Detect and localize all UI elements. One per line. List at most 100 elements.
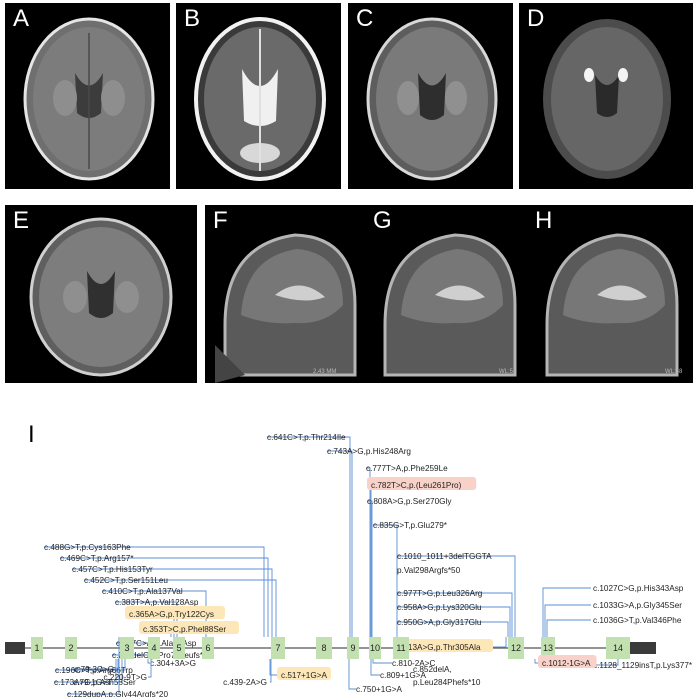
sagittal-brain-image-h [545,233,679,377]
variant-label: c.383T>A,p.Val128Asp [115,598,199,607]
exon-number: 7 [275,643,280,653]
variant-label: c.457C>T,p.His153Tyr [72,565,153,574]
variant-label: c.129dupA,p.Gly44Argfs*20 [67,690,168,697]
axial-brain-image-d [543,19,671,179]
variant-connector-line [544,604,591,637]
mri-panel-g: G WL:5 [365,205,527,383]
exon-box [173,637,185,659]
variant-label: c.1128_1129insT,p.Lys377* [593,661,693,670]
image-overlay-text: WL:5 [499,369,514,375]
utr-5-block [5,642,25,654]
variant-highlight [139,621,239,634]
exon-number: 5 [176,643,181,653]
variant-highlight [393,639,493,652]
exon-box [316,637,332,659]
variant-connector-line [373,524,398,637]
variant-connector-line [367,500,373,637]
variant-label: c.835G>T,p.Glu279* [373,521,448,530]
panel-letter: E [13,207,30,234]
panel-letter: C [356,5,374,32]
image-overlay-text: 2.43 MM [313,369,337,375]
variant-connector-line [397,555,516,637]
variant-label: c.913A>G,p.Thr305Ala [397,643,481,652]
variant-label: c.196C>T,p.Arg66Trp [55,666,133,675]
panel-letter-i: I [28,421,35,448]
exon-number: 3 [124,643,129,653]
exon-number: 4 [151,643,156,653]
variant-connector-line [397,606,511,637]
variant-label: c.1010_1011+3delTGGTA [397,552,492,561]
variant-connector-line [71,659,119,670]
sagittal-brain-image-f [215,233,357,383]
variant-label: c.452C>T,p.Ser151Leu [84,576,168,585]
variant-label: c.977T>G,p.Leu326Arg [397,589,483,598]
variant-connector-line [366,467,371,637]
variant-label: c.365A>G,p.Try122Cys [129,610,214,619]
exon-number: 9 [350,643,355,653]
variant-highlight [538,655,597,668]
exon-box [31,637,43,659]
mri-panel-f: F 2.43 MM [205,205,365,383]
panel-letter: H [535,207,553,234]
exon-box [393,637,409,659]
exon-box [148,637,160,659]
variant-connector-line [147,659,150,664]
variant-connector-line [397,592,513,637]
exon-box [369,637,381,659]
panel-letter: G [373,207,392,234]
variant-label: c.353T>C,p.Phel88Ser [143,625,226,634]
exon-number: 2 [68,643,73,653]
variant-connector-line [148,659,152,678]
mri-panel-b: B [176,3,341,189]
mri-panel-d: D [519,3,693,189]
variant-connector-line [60,557,269,637]
variant-label: c.439-2A>G [223,678,267,687]
variant-label: c.750+1G>A [356,685,403,694]
variant-connector-line [44,546,265,637]
sagittal-brain-image-g [383,233,517,377]
axial-brain-image-b [194,17,326,181]
exon-box [606,637,630,659]
exon-box [120,637,134,659]
variant-label: c.808A>G,p.Ser270Gly [367,497,452,506]
exon-box [347,637,359,659]
variant-label: c.810-2A>C [392,659,436,668]
variant-highlight [125,606,225,619]
variant-connector-line [84,579,277,637]
variant-connector-line [72,568,273,637]
variant-label: c.1036G>T,p.Val346Phe [593,616,682,625]
variant-connector-line [372,659,392,664]
exon-number: 13 [543,643,553,653]
mri-panel-a: A [5,3,170,189]
exon-number: 11 [396,643,405,653]
variant-label: c.1027C>G,p.His343Asp [593,584,684,593]
variant-connector-line [71,659,117,683]
variant-label: c.958A>G,p.Lys320Glu [397,603,482,612]
axial-brain-image-c [366,17,498,181]
variant-connector-line [397,621,509,637]
exon-box [508,637,524,659]
variant-label: c.304+3A>G [150,659,196,668]
variant-label: c.469C>T,p.Arg157* [60,554,134,563]
axial-brain-image-a [23,17,155,181]
variant-connector-line [370,659,380,676]
mri-panel-h: H WL:58 [527,205,693,383]
variant-highlight [367,477,477,490]
variant-label: c.173A>G,p.Asn58Ser [54,678,136,687]
gene-structure-diagram: I c.488G>T,p.Cys163Phec.469C>T,p.Arg157*… [5,421,693,697]
variant-connector-line [267,436,351,637]
exon-box [271,637,285,659]
variant-label: p.Val298Argfs*50 [397,566,461,575]
variant-connector-line [270,659,272,683]
variant-label: p.Leu284Phefs*10 [413,678,481,687]
mri-panel-e: E [5,205,197,383]
image-overlay-text: WL:58 [665,369,683,375]
variant-label: c.220-9T>G [104,673,147,682]
variant-connector-line [327,450,353,637]
variant-label: c.1033G>A,p.Gly345Ser [593,601,682,610]
variant-connector-line [542,587,591,637]
utr-3-block [622,642,656,654]
variant-label: c.852delA, [413,665,452,674]
exon-number: 10 [370,643,380,653]
variant-label: c.410C>T,p.Ala137Val [102,587,183,596]
